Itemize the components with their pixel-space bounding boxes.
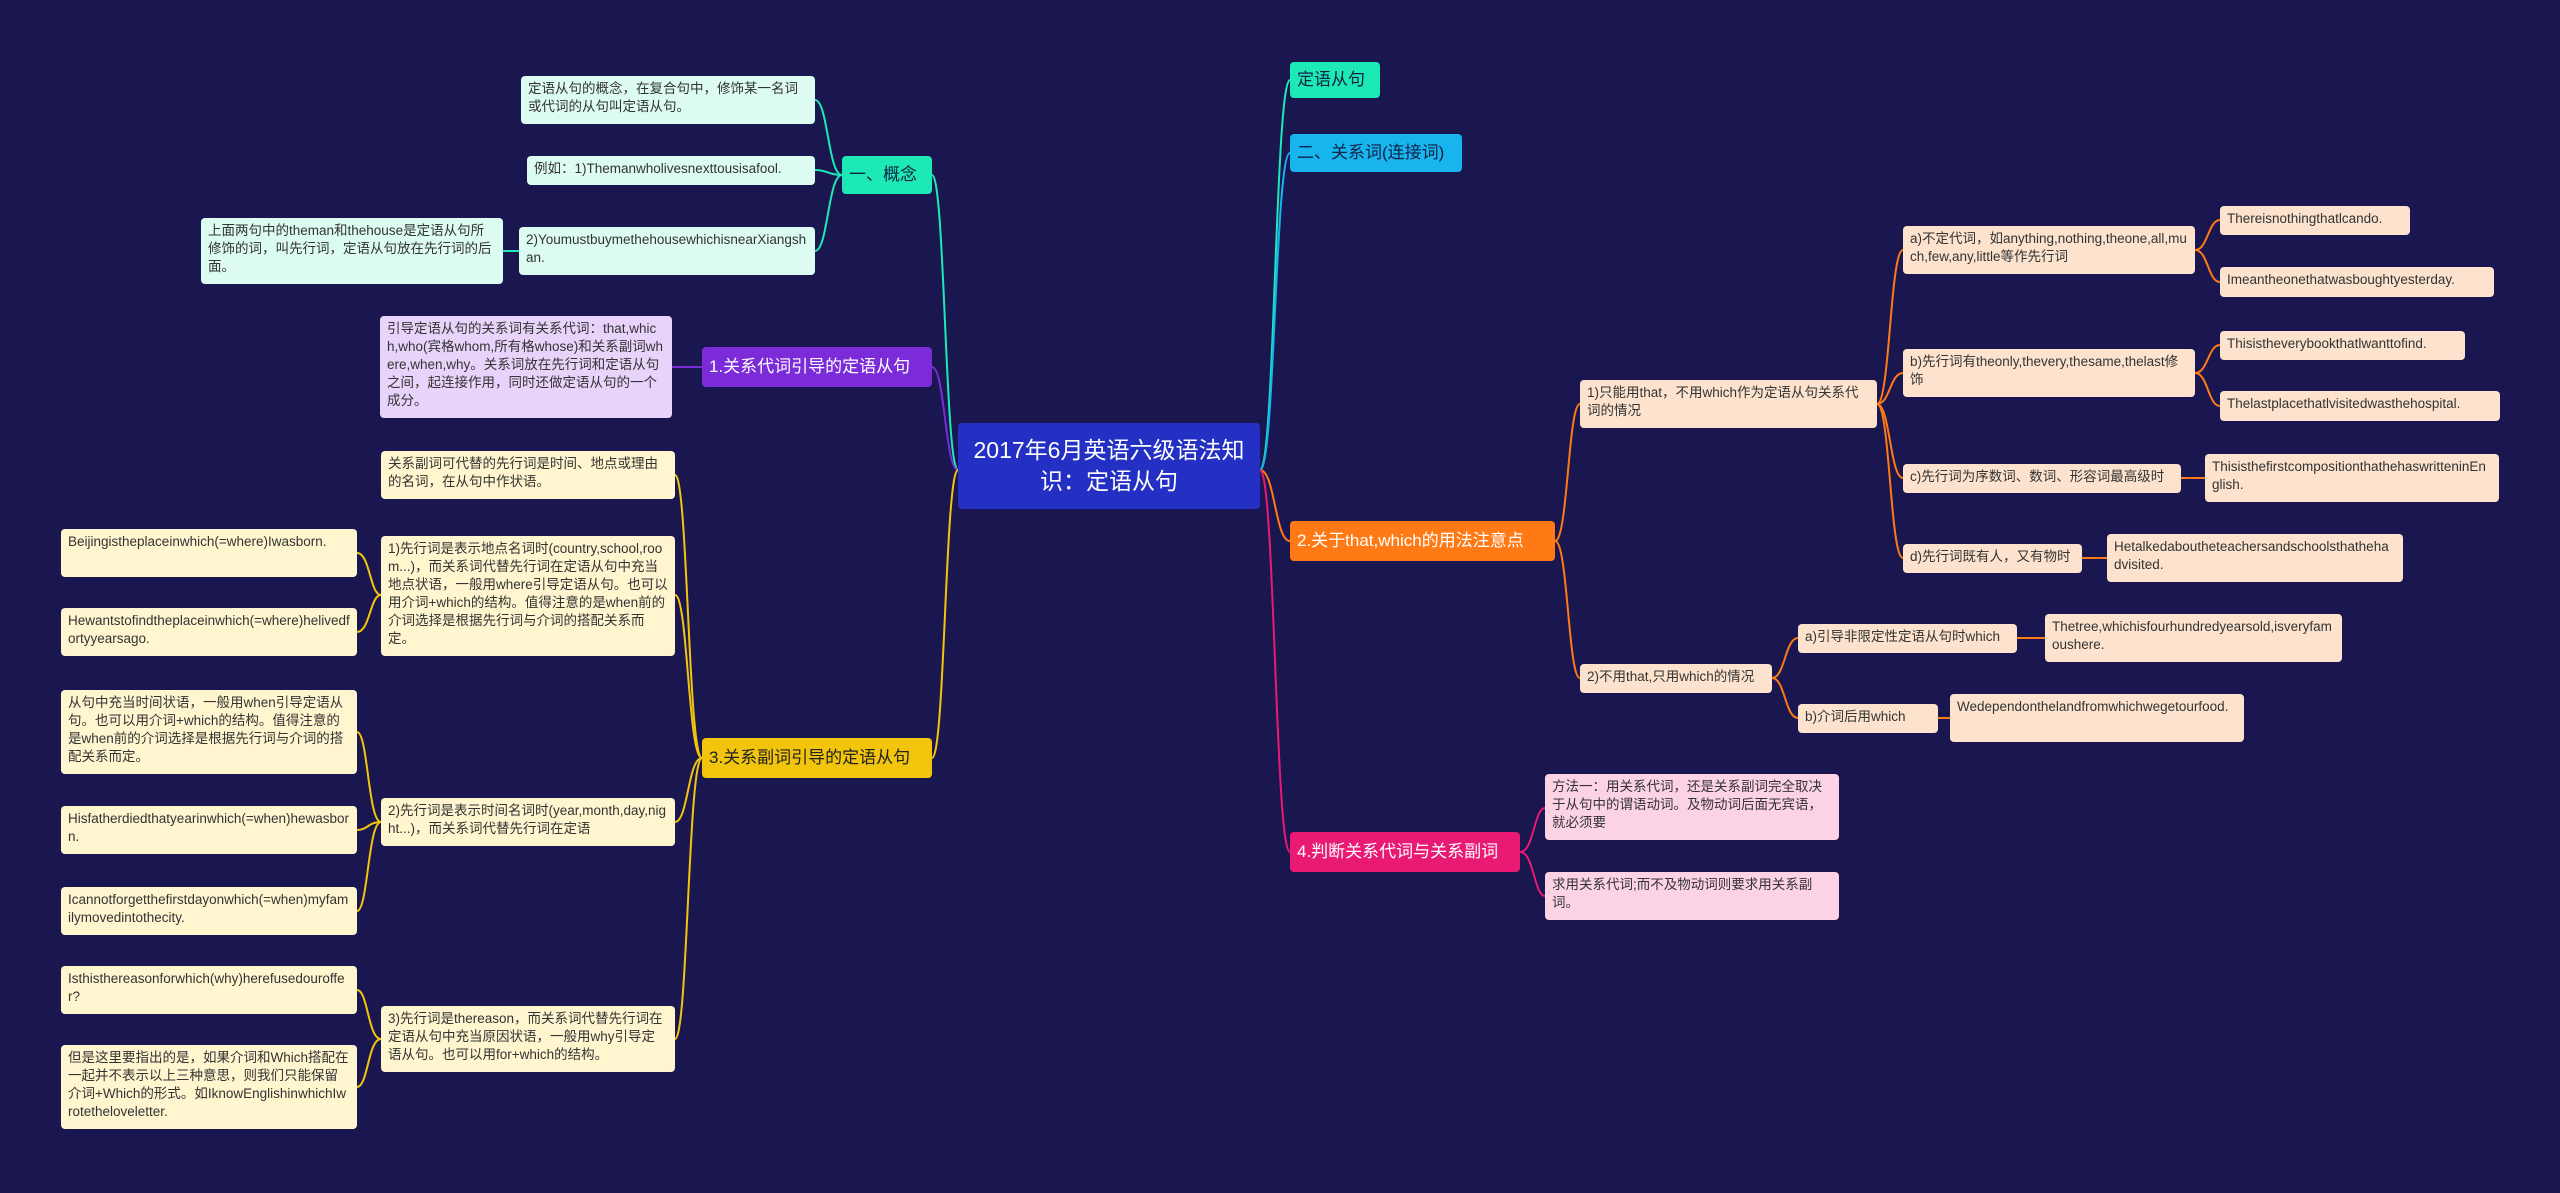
branch-relative-pronoun[interactable]: 1.关系代词引导的定语从句	[702, 347, 932, 387]
adverb-reason-example-1[interactable]: Isthisthereasonforwhich(why)herefusedour…	[61, 966, 357, 1014]
example-a1[interactable]: Thereisnothingthatlcando.	[2220, 206, 2410, 235]
adverb-time-explanation[interactable]: 从句中充当时间状语，一般用when引导定语从句。也可以用介词+which的结构。…	[61, 690, 357, 774]
concept-example-2[interactable]: 2)YoumustbuymethehousewhichisnearXiangsh…	[519, 227, 815, 275]
example-which-b1[interactable]: Wedependonthelandfromwhichwegetourfood.	[1950, 694, 2244, 742]
branch-concept[interactable]: 一、概念	[842, 156, 932, 194]
example-a2[interactable]: Imeantheonethatwasboughtyesterday.	[2220, 267, 2494, 297]
judge-method-2[interactable]: 求用关系代词;而不及物动词则要求用关系副词。	[1545, 872, 1839, 920]
concept-example-1[interactable]: 例如：1)Themanwholivesnexttousisafool.	[527, 156, 815, 185]
adverb-reason[interactable]: 3)先行词是thereason，而关系词代替先行词在定语从句中充当原因状语，一般…	[381, 1006, 675, 1072]
example-b2[interactable]: Thelastplacethatlvisitedwasthehospital.	[2220, 391, 2500, 421]
node-only-that-c[interactable]: c)先行词为序数词、数词、形容词最高级时	[1903, 464, 2181, 493]
node-only-which[interactable]: 2)不用that,只用which的情况	[1580, 664, 1772, 693]
example-which-a1[interactable]: Thetree,whichisfourhundredyearsold,isver…	[2045, 614, 2342, 662]
node-only-that-b[interactable]: b)先行词有theonly,thevery,thesame,thelast修饰	[1903, 349, 2195, 397]
node-only-that[interactable]: 1)只能用that，不用which作为定语从句关系代词的情况	[1580, 380, 1877, 428]
branch-judge[interactable]: 4.判断关系代词与关系副词	[1290, 832, 1520, 872]
example-b1[interactable]: Thisistheverybookthatlwanttofind.	[2220, 331, 2465, 360]
branch-dingyu[interactable]: 定语从句	[1290, 62, 1380, 98]
branch-that-which[interactable]: 2.关于that,which的用法注意点	[1290, 521, 1555, 561]
branch-guanxici[interactable]: 二、关系词(连接词)	[1290, 134, 1462, 172]
concept-note[interactable]: 上面两句中的theman和thehouse是定语从句所修饰的词，叫先行词，定语从…	[201, 218, 503, 284]
pronoun-description[interactable]: 引导定语从句的关系词有关系代词：that,which,who(宾格whom,所有…	[380, 316, 672, 418]
example-d1[interactable]: Hetalkedaboutheteachersandschoolsthatheh…	[2107, 534, 2403, 582]
branch-relative-adverb[interactable]: 3.关系副词引导的定语从句	[702, 738, 932, 778]
adverb-intro[interactable]: 关系副词可代替的先行词是时间、地点或理由的名词，在从句中作状语。	[381, 451, 675, 499]
node-only-that-a[interactable]: a)不定代词，如anything,nothing,theone,all,much…	[1903, 226, 2195, 274]
root-topic[interactable]: 2017年6月英语六级语法知识：定语从句	[958, 423, 1260, 509]
example-c1[interactable]: Thisisthefirstcompositionthathehaswritte…	[2205, 454, 2499, 502]
concept-definition[interactable]: 定语从句的概念，在复合句中，修饰某一名词或代词的从句叫定语从句。	[521, 76, 815, 124]
adverb-time[interactable]: 2)先行词是表示时间名词时(year,month,day,night...)，而…	[381, 798, 675, 846]
adverb-reason-example-2[interactable]: 但是这里要指出的是，如果介词和Which搭配在一起并不表示以上三种意思，则我们只…	[61, 1045, 357, 1129]
adverb-time-example-1[interactable]: Hisfatherdiedthatyearinwhich(=when)hewas…	[61, 806, 357, 854]
adverb-place[interactable]: 1)先行词是表示地点名词时(country,school,room...)，而关…	[381, 536, 675, 656]
node-only-which-b[interactable]: b)介词后用which	[1798, 704, 1938, 733]
node-only-that-d[interactable]: d)先行词既有人，又有物时	[1903, 544, 2082, 573]
node-only-which-a[interactable]: a)引导非限定性定语从句时which	[1798, 624, 2017, 653]
adverb-place-example-2[interactable]: Hewantstofindtheplaceinwhich(=where)heli…	[61, 608, 357, 656]
adverb-place-example-1[interactable]: Beijingistheplaceinwhich(=where)Iwasborn…	[61, 529, 357, 577]
adverb-time-example-2[interactable]: Icannotforgetthefirstdayonwhich(=when)my…	[61, 887, 357, 935]
judge-method-1[interactable]: 方法一：用关系代词，还是关系副词完全取决于从句中的谓语动词。及物动词后面无宾语，…	[1545, 774, 1839, 840]
